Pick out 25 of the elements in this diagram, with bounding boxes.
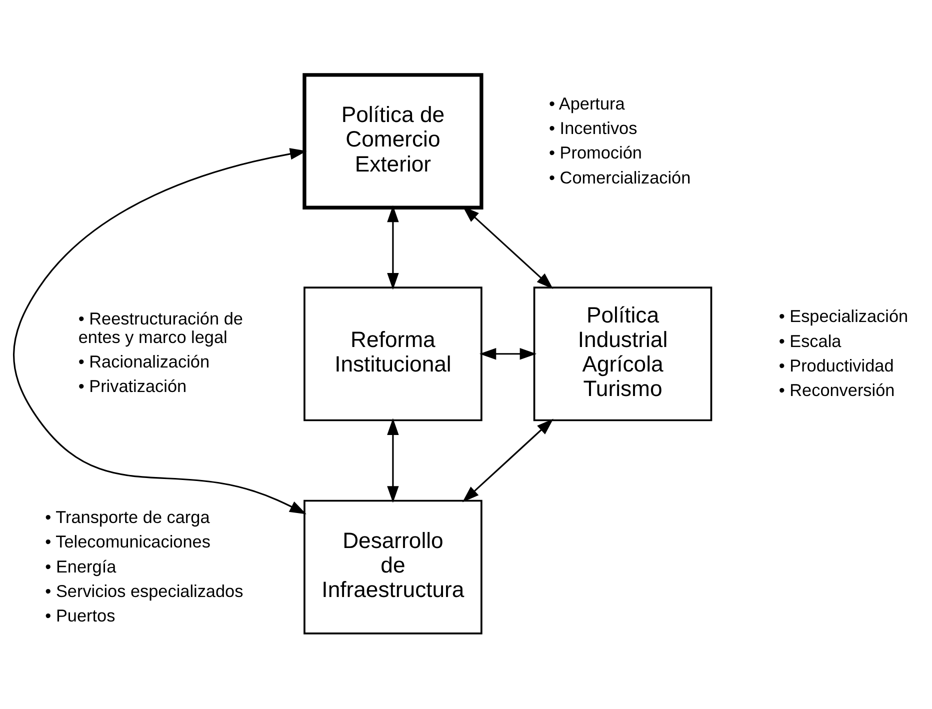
arrow [387,418,399,503]
node-label: • Energía [45,556,116,576]
node-label: • Reestructuración de entes y marco legal [78,308,243,348]
node-label: • Racionalización [78,352,210,372]
node-label: • Comercialización [549,167,691,188]
node-label: • Apertura [549,94,625,114]
node-box: Reforma Institucional [304,286,482,422]
node-label: • Privatización [78,376,187,396]
node-box: Política Industrial Agrícola Turismo [533,286,712,422]
node-label: • Transporte de carga [45,507,210,528]
node-label: • Puertos [45,605,116,626]
arrow [13,148,307,514]
node-box: Desarrollo de Infraestructura [304,500,482,634]
arrow [462,418,554,502]
node-label: • Telecomunicaciones [45,532,210,552]
node-label: • Incentivos [549,118,638,138]
node-label: • Promoción [549,142,642,163]
node-label: • Especialización [778,306,908,326]
arrow [387,205,399,290]
arrow [479,348,537,360]
node-label: • Escala [778,330,842,351]
node-label: • Reconversión [778,380,895,400]
node-label: • Servicios especializados [45,580,244,601]
node-box: Política de Comercio Exterior [302,73,484,210]
node-label: • Productividad [778,355,894,376]
